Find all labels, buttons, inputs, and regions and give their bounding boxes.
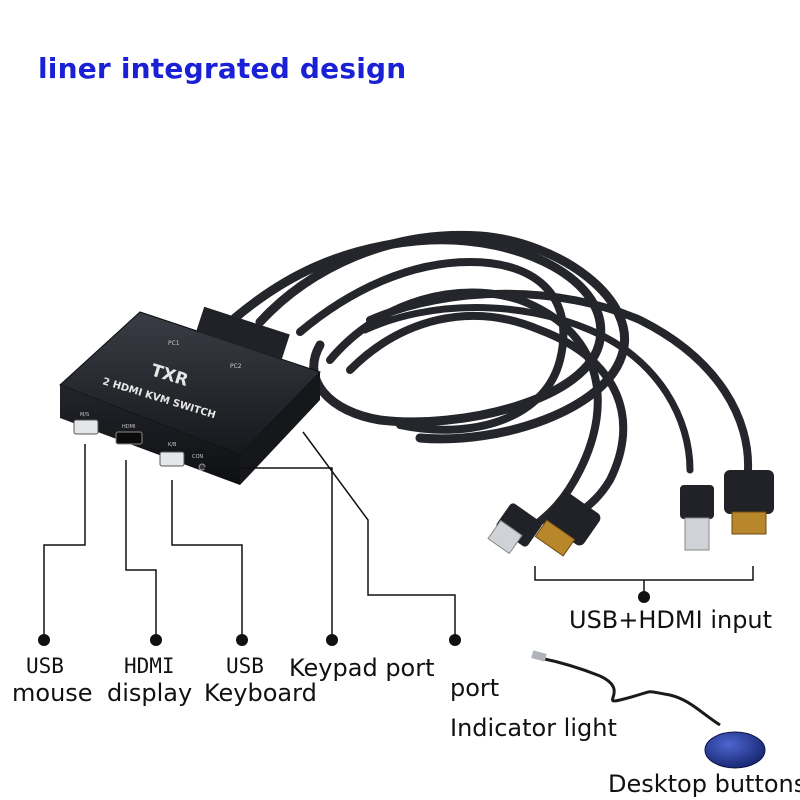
- hdmi-display-port: [115, 431, 143, 445]
- usb-mouse-label-line1: USB: [26, 654, 64, 678]
- kb-port-label: K/B: [168, 442, 177, 448]
- hdmi-plug-right: [724, 470, 774, 535]
- usb-mouse-port: [73, 419, 99, 435]
- callout-lines: [43, 431, 754, 638]
- usb-keyboard-port: [159, 451, 185, 467]
- desktop-buttons-label: Desktop buttons: [608, 770, 800, 798]
- pc1-label: PC1: [168, 340, 180, 347]
- hdmi-port-label: HDMI: [122, 424, 135, 430]
- cable-bundle: [230, 230, 753, 534]
- usb-plug-right: [680, 485, 714, 551]
- port-label: port: [450, 674, 500, 702]
- kvm-device: TXR 2 HDMI KVM SWITCH PC1 PC2 M/S HDMI K…: [59, 306, 321, 485]
- usb-keyboard-label-line1: USB: [226, 654, 264, 678]
- usb-mouse-label-line2: mouse: [12, 679, 93, 707]
- hdmi-plug-left: [534, 492, 601, 557]
- hdmi-display-label-line2: display: [107, 679, 193, 707]
- indicator-light-label: Indicator light: [450, 714, 617, 742]
- page-title: liner integrated design: [38, 52, 407, 85]
- usb-keyboard-label-line2: Keyboard: [204, 679, 317, 707]
- keypad-port: [198, 463, 206, 471]
- audio-jack-plug: [531, 650, 547, 662]
- usb-plug-left: [487, 503, 542, 555]
- con-port-label: CON: [192, 454, 203, 460]
- hdmi-display-label-line1: HDMI: [124, 654, 175, 678]
- pc2-label: PC2: [230, 363, 242, 370]
- ms-port-label: M/S: [80, 412, 89, 418]
- usb-hdmi-input-label: USB+HDMI input: [569, 606, 773, 634]
- keypad-port-label: Keypad port: [289, 654, 435, 682]
- desktop-button-accessory: [531, 650, 766, 769]
- callout-dots: [38, 591, 650, 646]
- desktop-button: [704, 731, 766, 769]
